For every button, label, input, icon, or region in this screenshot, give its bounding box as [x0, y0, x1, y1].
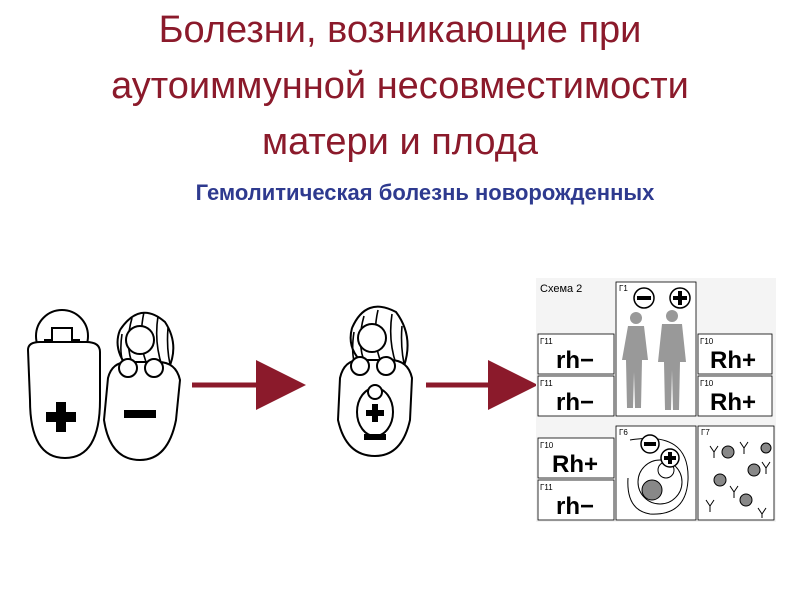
cell-label-g6: Г6 — [619, 428, 628, 437]
cell-label-g7: Г7 — [701, 428, 710, 437]
slide-title: Болезни, возникающие при аутоиммунной не… — [111, 9, 689, 163]
slide-subtitle: Гемолитическая болезнь новорожденных — [195, 180, 655, 205]
illustration: Схема 2 Г11 Г11 rh− rh− Г1 Г10 Г10 Rh+ R… — [26, 278, 776, 522]
rh-neg-label-2: rh− — [556, 389, 594, 416]
cell-label-g10a: Г10 — [700, 337, 714, 346]
rh-pos-label-1: Rh+ — [710, 347, 756, 374]
mother-figure — [102, 311, 182, 462]
pregnant-mother-figure — [336, 305, 414, 458]
rh-pos-label-3: Rh+ — [552, 451, 598, 478]
rh-scheme-panel: Схема 2 Г11 Г11 rh− rh− Г1 Г10 Г10 Rh+ R… — [536, 278, 776, 522]
cell-label-g10b: Г10 — [700, 379, 714, 388]
cell-label-g1: Г1 — [619, 284, 628, 293]
cell-label-g11c: Г11 — [540, 483, 553, 492]
scheme-label: Схема 2 — [540, 283, 582, 295]
couple-silhouette — [622, 310, 686, 410]
rh-neg-label-1: rh− — [556, 347, 594, 374]
father-figure — [26, 309, 101, 460]
rh-neg-label-3: rh− — [556, 493, 594, 520]
rh-pos-label-2: Rh+ — [710, 389, 756, 416]
antibodies-illustration — [705, 441, 772, 518]
cell-label-g10c: Г10 — [540, 441, 554, 450]
cell-label-g11a: Г11 — [540, 337, 553, 346]
fetus-illustration — [627, 434, 689, 515]
cell-label-g11b: Г11 — [540, 379, 553, 388]
